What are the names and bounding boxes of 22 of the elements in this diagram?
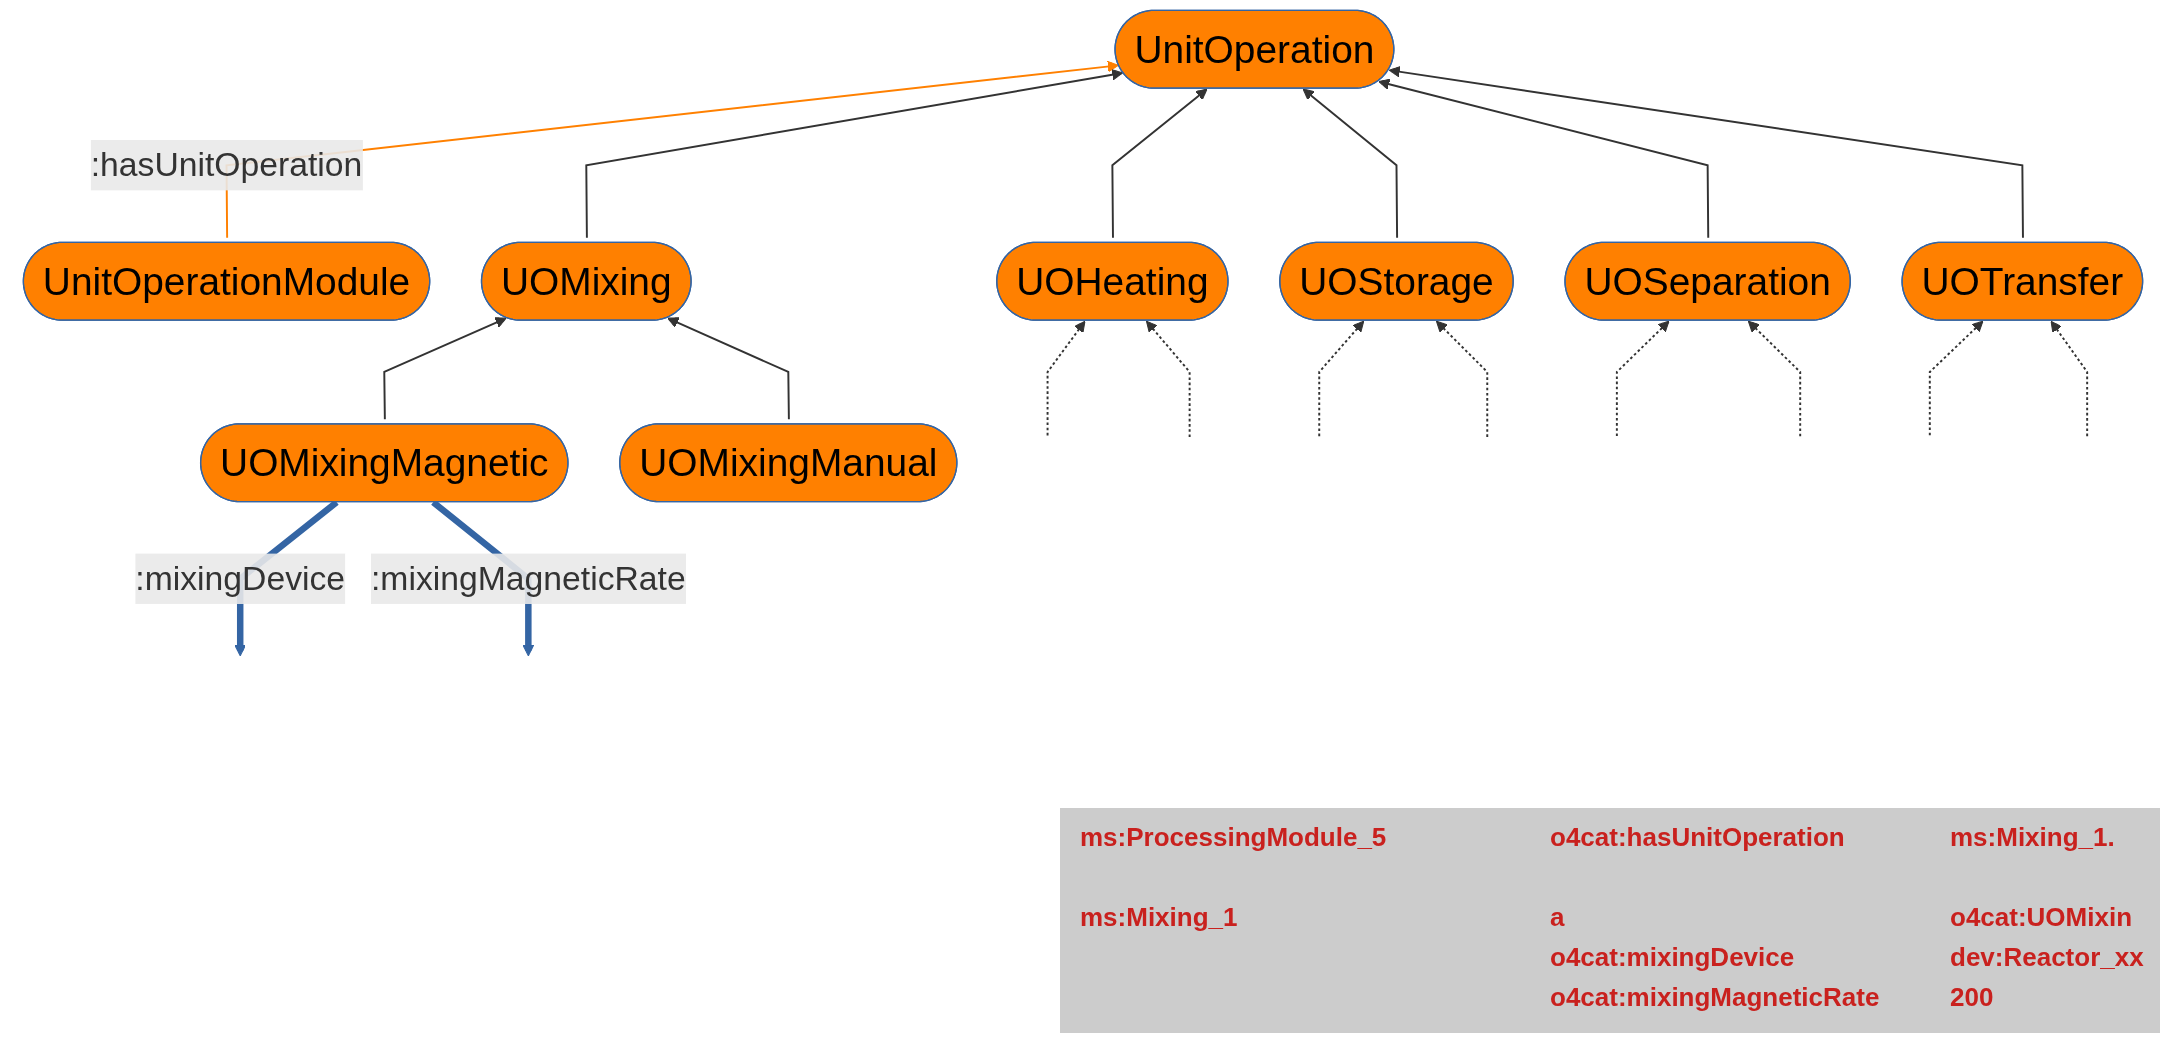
table-text: o4cat:mixingMagneticRate (1550, 982, 1881, 1014)
table-text: dev:Reactor_xx (1950, 942, 2145, 974)
arrow (1388, 66, 2024, 239)
table-text: o4cat:hasUnitOperation (1550, 822, 1846, 854)
arrow (666, 317, 790, 421)
arrow (382, 317, 507, 421)
edge-label: :mixingDevice (134, 558, 345, 598)
table-text: o4cat:UOMixin (1950, 902, 2134, 934)
arrow (1435, 320, 1488, 440)
edge-label: :hasUnitOperation (90, 145, 362, 185)
table-text: ms:Mixing_1. (1950, 822, 2116, 854)
arrow (1377, 78, 1709, 239)
arrow (1145, 320, 1191, 440)
table-text: ms:ProcessingModule_5 (1080, 822, 1388, 854)
edge-label: :mixingMagneticRate (370, 558, 686, 598)
arrow (1302, 88, 1398, 239)
table-text: ms:Mixing_1 (1080, 902, 1239, 934)
arrow (584, 69, 1123, 239)
table-text: 200 (1950, 982, 1995, 1014)
arrow (1110, 88, 1208, 239)
table-text: o4cat:mixingDevice (1550, 942, 1796, 974)
table-text: a (1550, 902, 1566, 934)
